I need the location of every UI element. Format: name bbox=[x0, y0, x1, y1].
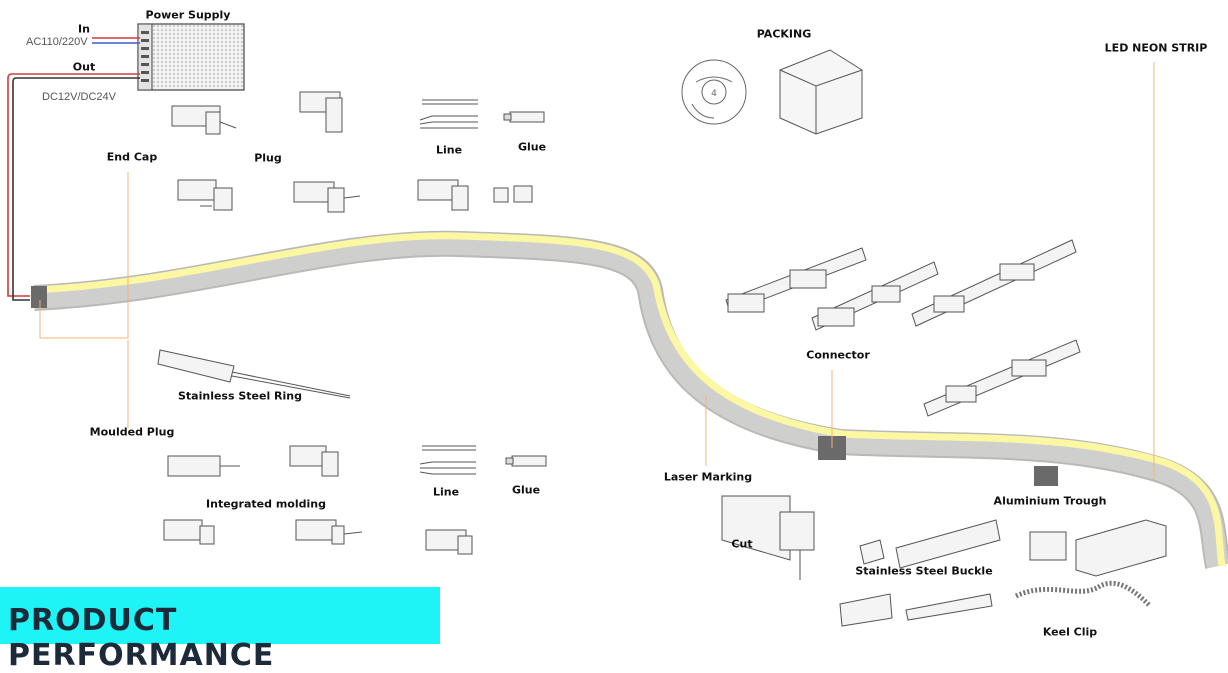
laser-marking-label: Laser Marking bbox=[664, 471, 752, 484]
glue-label-bottom: Glue bbox=[512, 484, 540, 497]
line-label-bottom: Line bbox=[433, 486, 459, 499]
packing-box-icon bbox=[780, 50, 862, 134]
ac-input-label: AC110/220V bbox=[26, 36, 88, 48]
end-cap-marker bbox=[31, 286, 47, 308]
packing-label: PACKING bbox=[757, 28, 812, 41]
led-neon-strip-label: LED NEON STRIP bbox=[1105, 42, 1208, 55]
led-neon-system-diagram: 4 bbox=[0, 0, 1228, 644]
aluminium-trough-marker bbox=[1034, 466, 1058, 486]
output-label: Out bbox=[73, 61, 95, 74]
end-cap-icons bbox=[172, 92, 532, 212]
stainless-steel-buckle-label: Stainless Steel Buckle bbox=[855, 565, 992, 578]
product-performance-banner: PRODUCT PERFORMANCE bbox=[0, 587, 440, 644]
output-wires bbox=[8, 74, 140, 300]
integrated-molding-label: Integrated molding bbox=[206, 498, 326, 511]
cut-label: Cut bbox=[731, 538, 752, 551]
dc-output-label: DC12V/DC24V bbox=[42, 91, 116, 103]
glue-tube-icon-top bbox=[504, 112, 544, 122]
product-performance-title: PRODUCT PERFORMANCE bbox=[8, 603, 440, 673]
stainless-steel-ring-label: Stainless Steel Ring bbox=[178, 390, 302, 403]
line-cable-icon-bottom bbox=[420, 446, 476, 474]
packing-digit: 4 bbox=[711, 89, 717, 99]
end-cap-label: End Cap bbox=[107, 151, 157, 164]
power-supply-unit bbox=[138, 24, 244, 90]
input-label: In bbox=[78, 23, 90, 36]
power-supply-label: Power Supply bbox=[146, 9, 231, 22]
aluminium-trough-icons bbox=[1030, 520, 1166, 576]
connector-label: Connector bbox=[806, 349, 870, 362]
moulded-plug-label: Moulded Plug bbox=[90, 426, 175, 439]
aluminium-trough-label: Aluminium Trough bbox=[994, 495, 1107, 508]
plug-label: Plug bbox=[254, 152, 282, 165]
line-cable-icon-top bbox=[420, 100, 478, 128]
keel-clip-icon bbox=[1016, 583, 1150, 606]
glue-label-top: Glue bbox=[518, 141, 546, 154]
connector-icons bbox=[726, 240, 1080, 416]
keel-clip-label: Keel Clip bbox=[1043, 626, 1097, 639]
input-wires bbox=[92, 38, 140, 43]
line-label-top: Line bbox=[436, 144, 462, 157]
glue-tube-icon-bottom bbox=[506, 456, 546, 466]
